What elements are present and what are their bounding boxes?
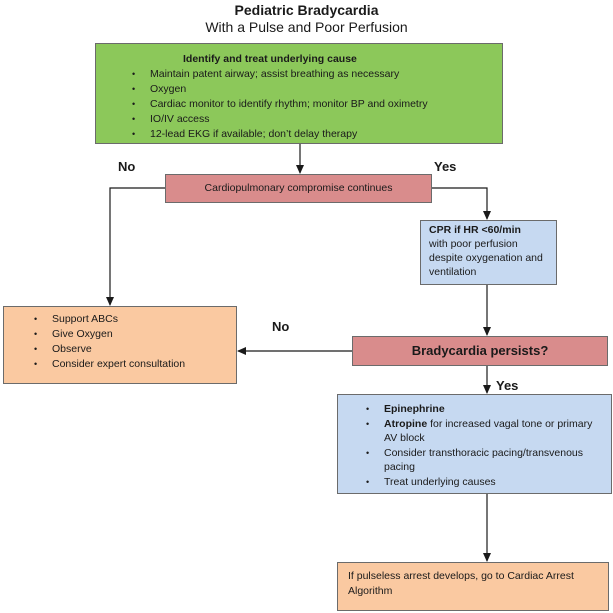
chart-subtitle: With a Pulse and Poor Perfusion bbox=[205, 19, 408, 35]
support-item: Observe bbox=[32, 342, 228, 357]
identify-cause-heading: Identify and treat underlying cause bbox=[183, 53, 357, 65]
arrow-compromise-no-to-support bbox=[106, 187, 165, 306]
chart-title: Pediatric Bradycardia bbox=[234, 2, 379, 18]
drug-item-text: Treat underlying causes bbox=[384, 475, 496, 488]
support-item: Support ABCs bbox=[32, 312, 228, 327]
bradycardia-persists-box: Bradycardia persists? bbox=[352, 336, 608, 366]
drug-item-text: for increased vagal tone or primary AV b… bbox=[384, 417, 593, 445]
identify-cause-box: Identify and treat underlying cause Main… bbox=[95, 43, 503, 144]
identify-item: Cardiac monitor to identify rhythm; moni… bbox=[130, 97, 494, 112]
drug-therapy-box: Epinephrine Atropine for increased vagal… bbox=[337, 394, 612, 494]
support-item: Consider expert consultation bbox=[32, 357, 228, 372]
drug-item: Treat underlying causes bbox=[364, 475, 603, 490]
cpr-text: with poor perfusion despite oxygenation … bbox=[429, 238, 543, 278]
bradycardia-persists-label: Bradycardia persists? bbox=[411, 343, 549, 358]
compromise-label: Cardiopulmonary compromise continues bbox=[204, 182, 393, 194]
support-box: Support ABCs Give Oxygen Observe Conside… bbox=[3, 306, 237, 384]
branch-label-yes-1: Yes bbox=[434, 159, 457, 174]
identify-item: IO/IV access bbox=[130, 112, 494, 127]
support-item: Give Oxygen bbox=[32, 327, 228, 342]
identify-item: 12-lead EKG if available; don’t delay th… bbox=[130, 127, 494, 142]
branch-label-no-1: No bbox=[118, 159, 136, 174]
cardiac-arrest-box: If pulseless arrest develops, go to Card… bbox=[337, 562, 609, 611]
compromise-box: Cardiopulmonary compromise continues bbox=[165, 174, 432, 203]
cpr-heading: CPR if HR <60/min bbox=[429, 224, 521, 236]
drug-item-bold: Atropine bbox=[384, 417, 428, 430]
drug-item-bold: Epinephrine bbox=[384, 403, 445, 415]
identify-item: Maintain patent airway; assist breathing… bbox=[130, 67, 494, 82]
drug-item: Epinephrine bbox=[364, 402, 603, 417]
drug-item-text: Consider transthoracic pacing/transvenou… bbox=[384, 446, 584, 474]
arrow-compromise-yes-to-cpr bbox=[432, 187, 491, 220]
branch-label-no-2: No bbox=[272, 319, 290, 334]
identify-item: Oxygen bbox=[130, 82, 494, 97]
drug-item: Consider transthoracic pacing/transvenou… bbox=[364, 446, 603, 475]
cpr-box: CPR if HR <60/min with poor perfusion de… bbox=[420, 220, 557, 285]
cardiac-arrest-text: If pulseless arrest develops, go to Card… bbox=[348, 570, 574, 597]
drug-item: Atropine for increased vagal tone or pri… bbox=[364, 417, 603, 446]
branch-label-yes-2: Yes bbox=[496, 378, 519, 393]
